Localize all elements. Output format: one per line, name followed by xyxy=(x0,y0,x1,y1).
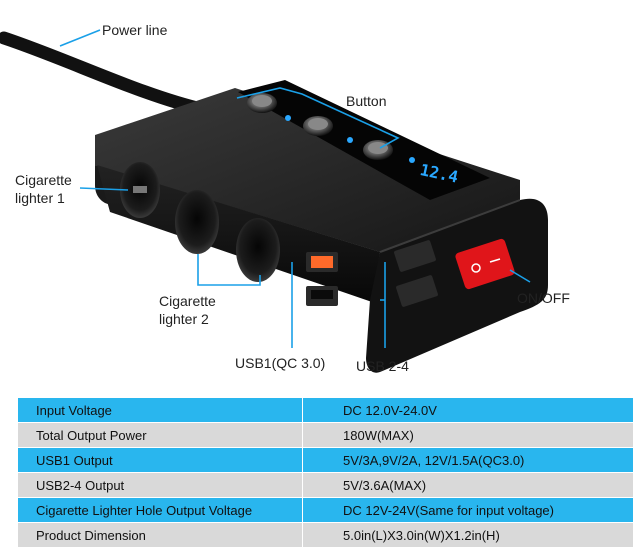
cigarette-lighter-1-line2: lighter 1 xyxy=(15,190,65,206)
usb-port-4 xyxy=(306,286,338,306)
spec-label: USB2-4 Output xyxy=(17,472,303,498)
usb-port-2 xyxy=(394,240,436,272)
button-label: Button xyxy=(346,93,387,109)
spec-label: Product Dimension xyxy=(17,522,303,548)
spec-label: USB1 Output xyxy=(17,447,303,473)
table-row: Input Voltage DC 12.0V-24.0V xyxy=(17,397,634,423)
cigarette-lighter-2-line2: lighter 2 xyxy=(159,311,209,327)
cigarette-socket-1 xyxy=(120,162,160,218)
spec-label: Input Voltage xyxy=(17,397,303,423)
product-illustration: 12.4 xyxy=(0,29,548,373)
table-row: Total Output Power 180W(MAX) xyxy=(17,422,634,448)
onoff-label: ON/OFF xyxy=(517,290,570,306)
cigarette-lighter-2-line1: Cigarette xyxy=(159,293,216,309)
usb-port-3 xyxy=(396,275,438,307)
table-row: USB1 Output 5V/3A,9V/2A, 12V/1.5A(QC3.0) xyxy=(17,447,634,473)
table-row: Cigarette Lighter Hole Output Voltage DC… xyxy=(17,497,634,523)
button-1 xyxy=(247,93,277,113)
cigarette-socket-3 xyxy=(236,218,280,282)
spec-value: 5V/3.6A(MAX) xyxy=(302,472,634,498)
power-switch xyxy=(455,238,515,290)
spec-value: DC 12V-24V(Same for input voltage) xyxy=(302,497,634,523)
usb1-label: USB1(QC 3.0) xyxy=(235,355,326,371)
spec-label: Cigarette Lighter Hole Output Voltage xyxy=(17,497,303,523)
power-cable xyxy=(0,31,212,117)
cigarette-lighter-1-line1: Cigarette xyxy=(15,172,72,188)
button-2 xyxy=(303,116,333,136)
table-row: Product Dimension 5.0in(L)X3.0in(W)X1.2i… xyxy=(17,522,634,548)
power-line-label: Power line xyxy=(102,22,168,38)
spec-value: 180W(MAX) xyxy=(302,422,634,448)
usb1-qc-port xyxy=(306,252,338,272)
cigarette-socket-2 xyxy=(175,190,219,254)
usb24-label: USB 2-4 xyxy=(356,358,409,374)
button-panel xyxy=(238,80,490,200)
indicator-leds xyxy=(285,115,415,163)
cigarette-lighter-2-label: Cigarette lighter 2 xyxy=(159,292,216,328)
spec-value: 5.0in(L)X3.0in(W)X1.2in(H) xyxy=(302,522,634,548)
cigarette-lighter-1-label: Cigarette lighter 1 xyxy=(15,171,72,207)
callout-lines xyxy=(59,29,531,348)
spec-label: Total Output Power xyxy=(17,422,303,448)
spec-table: Input Voltage DC 12.0V-24.0V Total Outpu… xyxy=(17,397,634,548)
spec-value: 5V/3A,9V/2A, 12V/1.5A(QC3.0) xyxy=(302,447,634,473)
spec-value: DC 12.0V-24.0V xyxy=(302,397,634,423)
table-row: USB2-4 Output 5V/3.6A(MAX) xyxy=(17,472,634,498)
